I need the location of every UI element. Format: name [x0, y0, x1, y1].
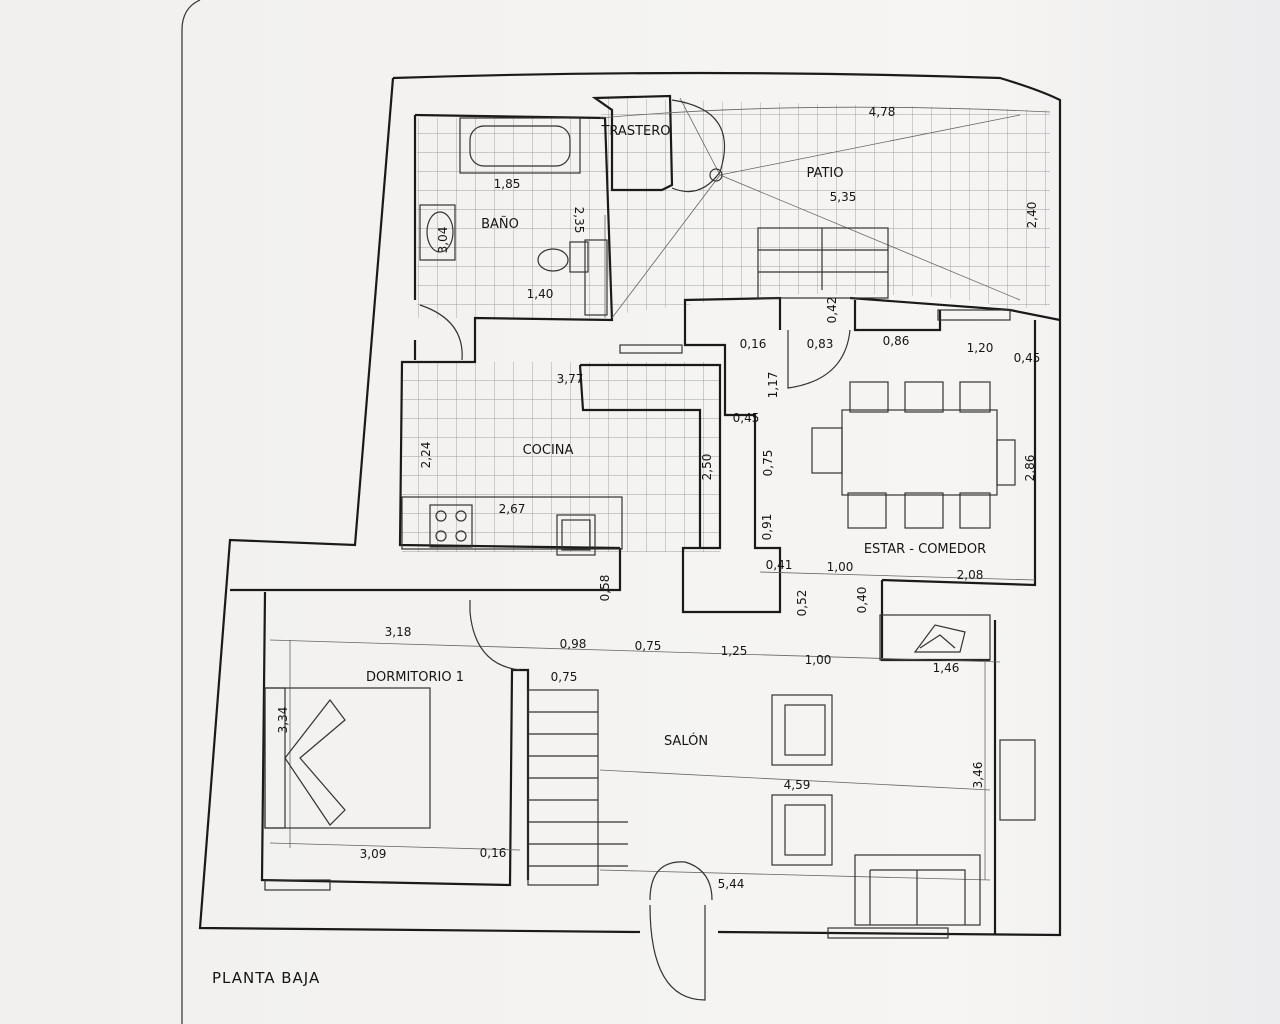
dimension-label: 0,42	[825, 297, 839, 324]
dimension-label: 4,78	[869, 105, 896, 119]
dimension-label: 0,58	[598, 575, 612, 602]
plan-title: PLANTA BAJA	[212, 969, 320, 987]
fireplace	[879, 614, 991, 661]
stairs-patio	[757, 227, 889, 299]
dimension-label: 5,35	[830, 190, 857, 204]
kitchen-counter	[401, 496, 623, 550]
room-label-estar-comedor: ESTAR - COMEDOR	[864, 542, 986, 557]
dimension-label: 0,83	[807, 337, 834, 351]
dimension-label: 0,86	[883, 334, 910, 348]
dimension-label: 1,46	[933, 661, 960, 675]
dimension-label: 0,52	[795, 590, 809, 617]
room-label-dormitorio: DORMITORIO 1	[366, 670, 464, 685]
dimension-label: 3,46	[971, 762, 985, 789]
dimension-label: 1,17	[766, 372, 780, 399]
bathtub	[459, 117, 581, 174]
dimension-label: 2,24	[419, 442, 433, 469]
room-label-cocina: COCINA	[523, 443, 574, 458]
cabinet	[999, 739, 1036, 821]
kitchen-sink	[556, 514, 596, 556]
washbasin	[419, 204, 456, 261]
dimension-label: 5,44	[718, 877, 745, 891]
doors	[419, 99, 851, 1001]
dimension-label: 2,86	[1023, 455, 1037, 482]
room-label-patio: PATIO	[807, 166, 844, 181]
armchair-1	[771, 694, 833, 766]
dimension-label: 3,04	[436, 227, 450, 254]
dimension-label: 4,59	[784, 778, 811, 792]
armchair-2	[771, 794, 833, 866]
dimension-label: 3,77	[557, 372, 584, 386]
dimension-label: 0,98	[560, 637, 587, 651]
room-label-bano: BAÑO	[481, 216, 519, 232]
dimension-lines	[269, 97, 1051, 881]
sheet-border	[181, 0, 201, 1024]
tiled-floors	[402, 98, 1050, 552]
dimension-label: 1,20	[967, 341, 994, 355]
dimension-label: 2,08	[957, 568, 984, 582]
dimension-label: 1,25	[721, 644, 748, 658]
dimension-label: 0,40	[855, 587, 869, 614]
room-labels: TRASTERO PATIO BAÑO COCINA ESTAR - COMED…	[366, 124, 986, 749]
dining-table	[811, 381, 1016, 529]
dimension-label: 0,75	[761, 450, 775, 477]
room-label-salon: SALÓN	[664, 733, 708, 749]
bed	[264, 687, 431, 829]
stairs-interior	[527, 689, 628, 886]
dimension-label: 1,00	[827, 560, 854, 574]
dimension-label: 0,45	[733, 411, 760, 425]
dimension-label: 0,16	[740, 337, 767, 351]
dimension-label: 0,91	[760, 514, 774, 541]
dimension-label: 3,18	[385, 625, 412, 639]
dimension-label: 0,16	[480, 846, 507, 860]
dimension-label: 0,75	[551, 670, 578, 684]
room-label-trastero: TRASTERO	[600, 124, 670, 139]
dimension-label: 2,50	[700, 454, 714, 481]
stove	[429, 504, 473, 548]
dimension-label: 1,85	[494, 177, 521, 191]
dimension-label: 3,09	[360, 847, 387, 861]
dimension-label: 0,45	[1014, 351, 1041, 365]
dimension-label: 2,67	[499, 502, 526, 516]
dimension-labels: 4,78 1,85 5,35 1,40 0,16 0,83 0,86 1,20 …	[276, 105, 1040, 891]
windows	[264, 239, 1011, 939]
furniture	[264, 117, 1036, 939]
dimension-label: 2,40	[1025, 202, 1039, 229]
toilet	[537, 241, 589, 273]
dimension-label: 0,41	[766, 558, 793, 572]
dimension-label: 2,35	[572, 207, 586, 234]
dimension-label: 0,75	[635, 639, 662, 653]
dimension-label: 3,34	[276, 707, 290, 734]
dimension-label: 1,00	[805, 653, 832, 667]
sofa	[854, 854, 981, 926]
dimension-label: 1,40	[527, 287, 554, 301]
